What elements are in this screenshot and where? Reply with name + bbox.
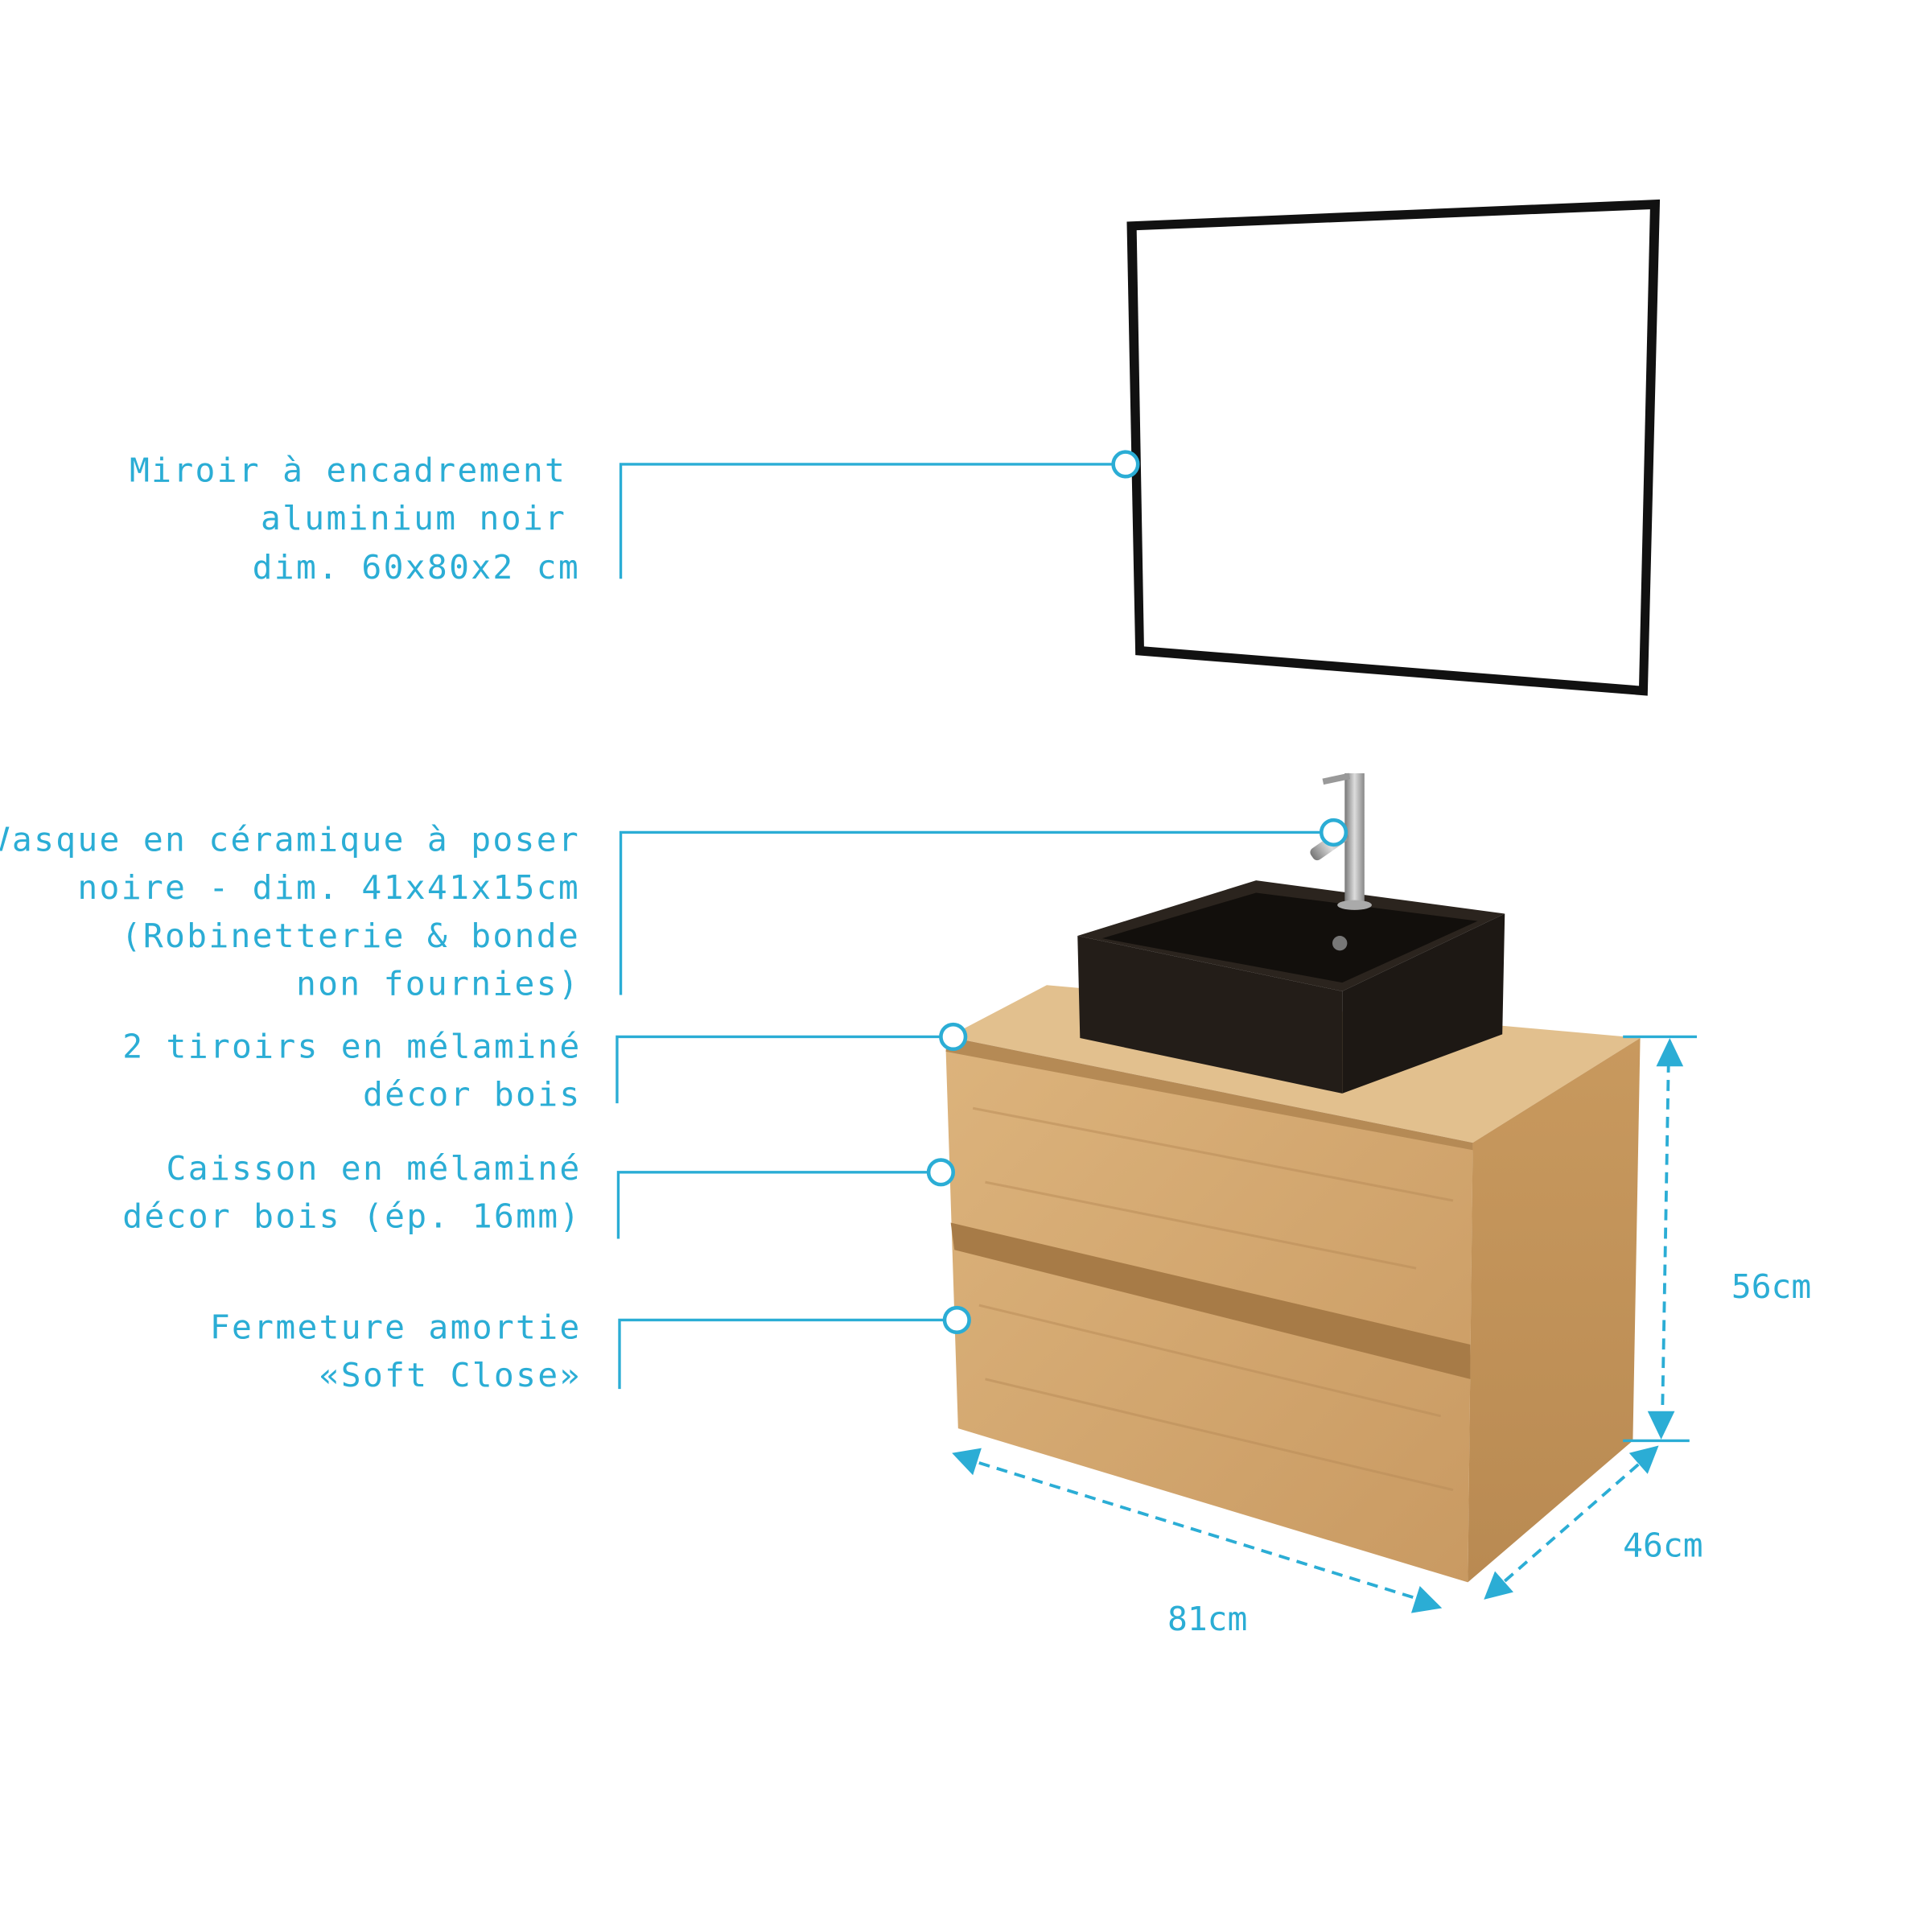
callout-vasque-line4: non fournies) (296, 964, 580, 1003)
callout-marker-caisson (926, 1158, 955, 1187)
callout-miroir-line3: dim. 60x80x2 cm (253, 548, 580, 587)
callout-tiroirs-line2: décor bois (363, 1075, 582, 1114)
callout-tiroirs-line1: 2 tiroirs en mélaminé (122, 1028, 581, 1066)
dimension-depth: 46cm (1484, 1445, 1703, 1600)
arrow-down-left-icon (1484, 1571, 1513, 1600)
callout-leaders (616, 450, 1348, 1390)
callout-fermeture-line1: Fermeture amortie (210, 1308, 582, 1346)
callout-marker-tiroirs (939, 1022, 968, 1052)
callout-caisson-line2: décor bois (ép. 16mm) (122, 1197, 581, 1236)
callout-marker-vasque (1319, 818, 1348, 847)
arrow-up-icon (1656, 1038, 1684, 1067)
arrow-left-icon (952, 1448, 982, 1476)
callout-marker-fermeture (942, 1305, 971, 1335)
basin-front (1077, 936, 1343, 1094)
drawer-gap (950, 1222, 1471, 1379)
callout-miroir-line1: Miroir à encadrement (130, 451, 566, 489)
basin-side (1342, 913, 1505, 1094)
mirror-glass (1136, 209, 1650, 686)
mirror (1126, 199, 1661, 696)
arrow-up-right-icon (1628, 1445, 1659, 1474)
basin (1077, 880, 1505, 1094)
callout-fermeture-line2: «Soft Close» (319, 1356, 582, 1394)
arrow-down-icon (1647, 1411, 1675, 1440)
dimension-depth-label: 46cm (1623, 1526, 1702, 1564)
dimension-width-label: 81cm (1167, 1600, 1247, 1638)
callout-vasque-line1: Vasque en céramique à poser (0, 820, 580, 859)
cabinet-front (945, 1048, 1473, 1583)
cabinet-side (1468, 1038, 1641, 1583)
callout-caisson-line1: Caisson en mélaminé (167, 1149, 582, 1188)
dimension-height: 56cm (1623, 1035, 1811, 1443)
callout-vasque-line2: noire - dim. 41x41x15cm (77, 868, 580, 907)
arrow-right-icon (1410, 1585, 1443, 1613)
dimension-height-label: 56cm (1731, 1267, 1811, 1306)
callout-vasque-line3: (Robinetterie & bonde (121, 917, 580, 955)
dimension-width: 81cm (952, 1448, 1443, 1638)
callout-miroir-line2: aluminium noir (261, 499, 566, 538)
callout-marker-miroir (1111, 450, 1140, 479)
